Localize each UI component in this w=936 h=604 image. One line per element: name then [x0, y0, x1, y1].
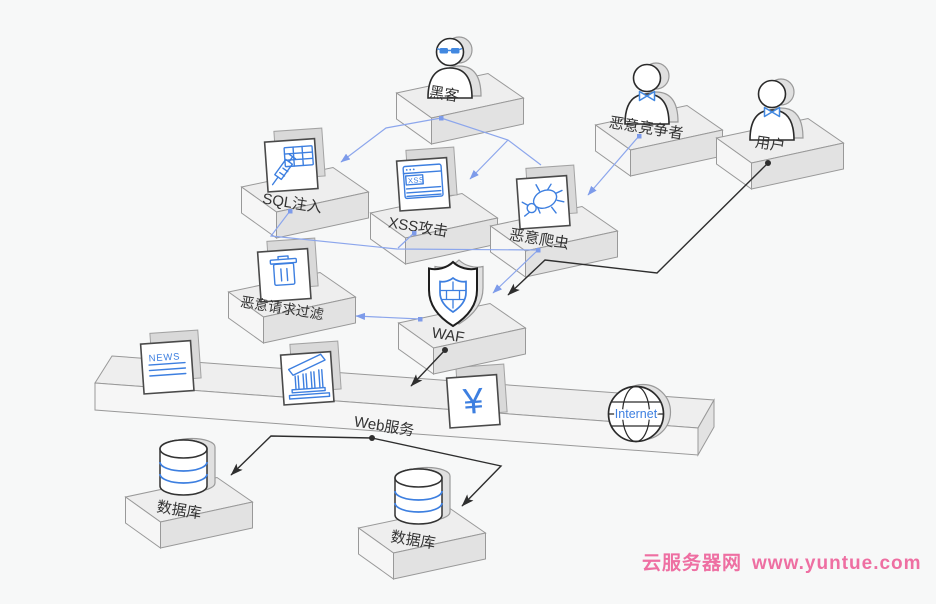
- waf-shield-icon: [428, 259, 484, 328]
- xss-icon-text: XSS: [408, 175, 425, 185]
- competitor-person-icon: [624, 62, 679, 125]
- syringe-needle: [271, 176, 279, 186]
- user-person-icon: [749, 78, 804, 141]
- news-icon-text: NEWS: [148, 351, 180, 364]
- web-service-slab: [94, 355, 715, 457]
- node-web-service: [94, 350, 720, 470]
- bank-icon: [276, 339, 346, 409]
- database-cylinder-icon: [159, 437, 216, 496]
- internet-globe-icon: Internet: [603, 381, 675, 447]
- trash-icon: [253, 236, 323, 306]
- bow-tie-icon: [763, 106, 781, 118]
- watermark: 云服务器网 www.yuntue.com: [642, 548, 932, 575]
- news-icon: NEWS: [136, 328, 206, 398]
- bow-tie-icon: [638, 90, 656, 102]
- hacker-person-icon: [427, 36, 482, 99]
- sql-injection-icon: [260, 126, 330, 196]
- bug-icon: [512, 163, 582, 233]
- watermark-site-name: 云服务器网: [642, 553, 743, 574]
- xss-browser-icon: XSS: [392, 145, 462, 215]
- internet-label: Internet: [615, 407, 658, 421]
- yen-icon-text: ¥: [461, 380, 486, 422]
- database-cylinder-icon: [394, 466, 451, 525]
- edge-hacker-to-xss: [469, 139, 509, 180]
- watermark-url: www.yuntue.com: [752, 553, 922, 574]
- sunglasses-icon: [436, 47, 463, 54]
- yen-icon: ¥: [442, 362, 512, 432]
